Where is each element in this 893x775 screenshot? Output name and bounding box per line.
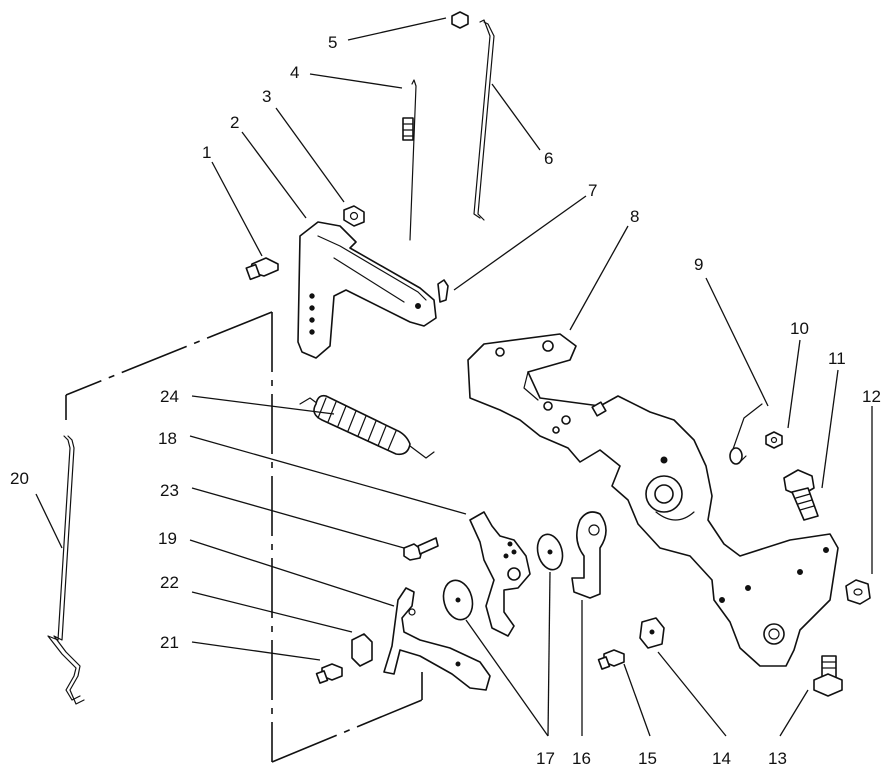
part-9-spring-clip bbox=[729, 403, 763, 465]
callout-21: 21 bbox=[160, 633, 179, 652]
part-12-nut bbox=[845, 579, 871, 605]
callout-5: 5 bbox=[328, 33, 337, 52]
part-17-washer-b bbox=[442, 579, 474, 621]
callout-1: 1 bbox=[202, 143, 211, 162]
callout-14: 14 bbox=[712, 749, 731, 768]
callout-20: 20 bbox=[10, 469, 29, 488]
part-3-nut bbox=[343, 205, 365, 227]
part-4-spring-rod bbox=[402, 79, 417, 241]
callout-23: 23 bbox=[160, 481, 179, 500]
part-21-screw bbox=[315, 663, 343, 684]
part-20-link-rod bbox=[47, 435, 85, 705]
assembly-group-bracket bbox=[65, 311, 423, 763]
callout-11: 11 bbox=[828, 349, 846, 368]
callout-3: 3 bbox=[262, 87, 271, 106]
part-22-washer bbox=[351, 633, 373, 667]
part-11-bolt bbox=[783, 469, 819, 521]
callout-6: 6 bbox=[544, 149, 553, 168]
part-6-choke-rod bbox=[473, 19, 495, 221]
part-13-fitting bbox=[813, 655, 843, 697]
callout-12: 12 bbox=[862, 387, 881, 406]
callout-4: 4 bbox=[290, 63, 299, 82]
callout-labels: 1 2 3 4 5 6 7 8 9 10 11 12 13 14 15 16 1… bbox=[10, 33, 881, 768]
part-23-screw bbox=[403, 537, 439, 561]
callout-9: 9 bbox=[694, 255, 703, 274]
callout-13: 13 bbox=[768, 749, 787, 768]
part-10-nut bbox=[765, 431, 783, 449]
part-2-control-lever bbox=[297, 221, 437, 359]
callout-24: 24 bbox=[160, 387, 179, 406]
part-15-screw bbox=[597, 649, 625, 670]
callout-17: 17 bbox=[536, 749, 555, 768]
callout-18: 18 bbox=[158, 429, 177, 448]
callout-7: 7 bbox=[588, 181, 597, 200]
callout-10: 10 bbox=[790, 319, 809, 338]
part-18-governor-arm bbox=[469, 511, 531, 637]
part-7-clip bbox=[437, 279, 449, 303]
leader-lines bbox=[35, 17, 873, 737]
callout-22: 22 bbox=[160, 573, 179, 592]
callout-2: 2 bbox=[230, 113, 239, 132]
callout-8: 8 bbox=[630, 207, 639, 226]
callout-19: 19 bbox=[158, 529, 177, 548]
part-16-lever-plate bbox=[571, 511, 607, 599]
part-1-screw bbox=[245, 257, 279, 281]
part-17-washer-a bbox=[536, 533, 564, 571]
callout-15: 15 bbox=[638, 749, 657, 768]
part-19-lever bbox=[383, 587, 491, 691]
part-5-nut bbox=[451, 11, 469, 29]
callout-16: 16 bbox=[572, 749, 591, 768]
part-8-control-bracket bbox=[467, 333, 839, 667]
part-14-clip bbox=[639, 617, 665, 649]
part-24-spring bbox=[299, 394, 435, 459]
